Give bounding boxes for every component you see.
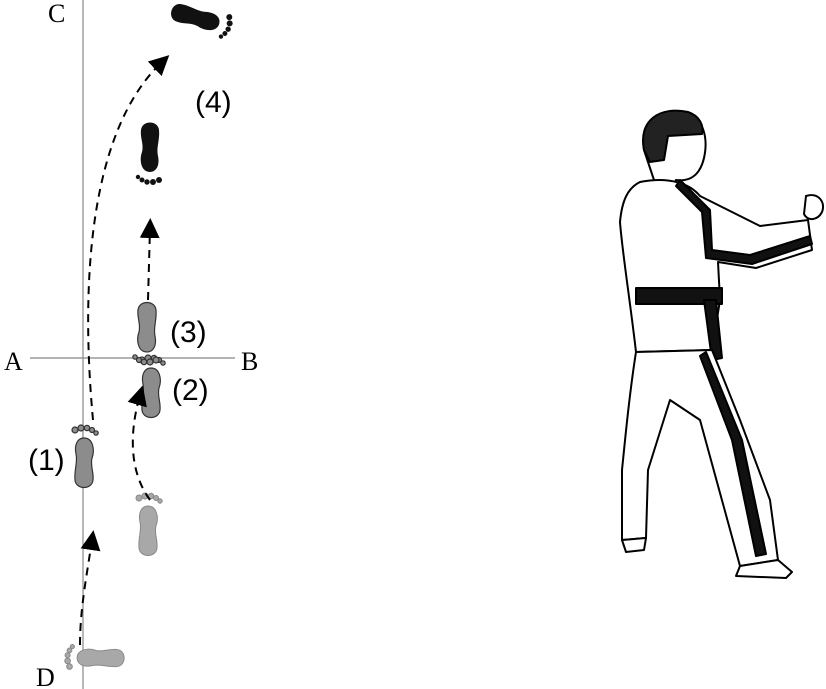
footprint-start-right [135,492,163,556]
arrow-d-to-1 [79,530,101,646]
footprint-start-left [64,644,125,670]
step-label-4: (4) [195,86,232,119]
step-label-3: (3) [170,316,207,349]
martial-artist-figure [619,109,824,579]
arrow-1-to-4 [87,55,170,421]
axis-label-a: A [4,347,23,376]
axis-label-c: C [48,0,65,28]
footprint-step-4-back [135,122,162,185]
step-label-1: (1) [28,444,65,477]
step-label-2: (2) [172,374,209,407]
axis-label-b: B [241,347,258,376]
arrow-3-to-4 [139,218,160,301]
axis-label-d: D [36,663,55,689]
footprint-step-1 [71,424,99,489]
footprint-step-4-front [167,0,235,41]
